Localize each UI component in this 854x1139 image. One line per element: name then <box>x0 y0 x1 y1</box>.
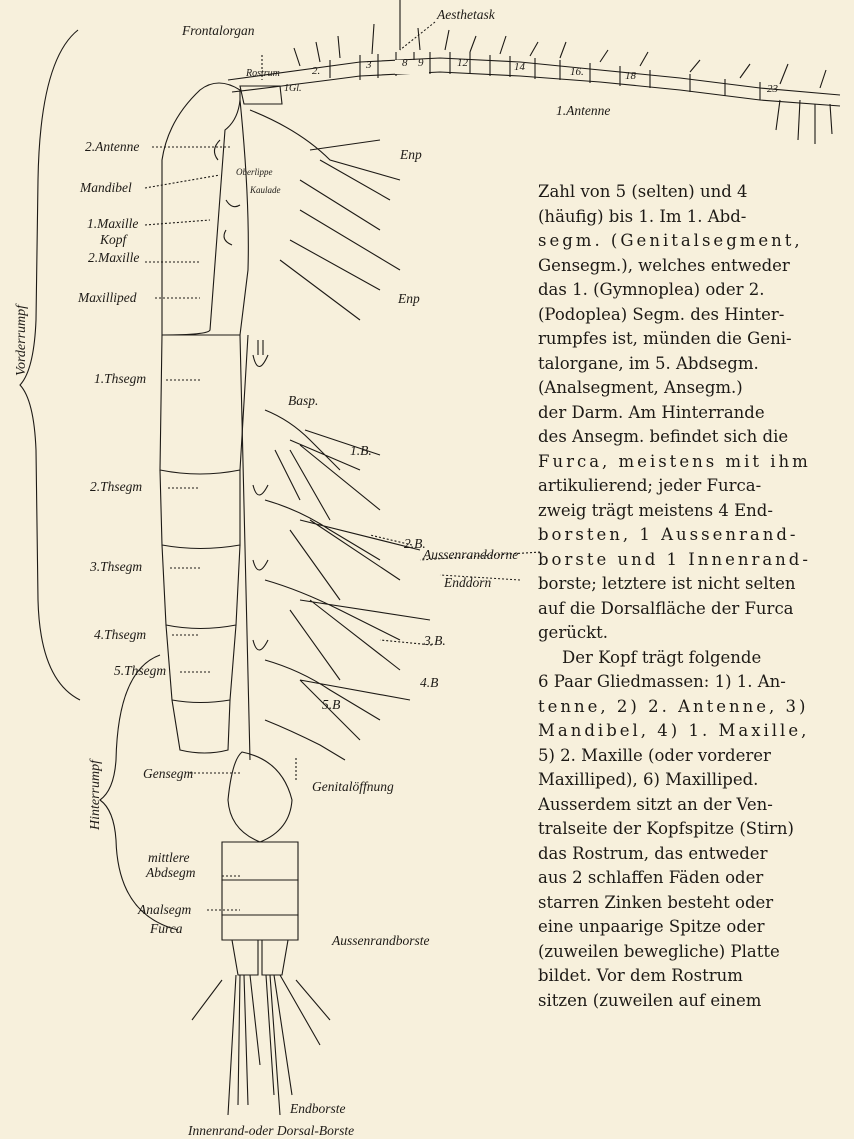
label-enp-mid: Enp <box>398 292 420 306</box>
text-line: rumpfes ist, münden die Geni- <box>538 327 854 352</box>
antenna-seg-2: 2. <box>312 66 320 77</box>
hinterrumpf-brace <box>100 655 178 930</box>
text-line: segm. (Genitalsegment, <box>538 229 854 254</box>
antenna-seg-8: 8 <box>402 58 408 69</box>
label-aussenrandborste: Aussenrandborste <box>332 934 430 948</box>
label-rostrum: Rostrum <box>246 69 280 79</box>
text-line: Furca, meistens mit ihm <box>538 450 854 475</box>
body-outline <box>160 83 330 1115</box>
text-line: (Analsegment, Ansegm.) <box>538 376 854 401</box>
label-frontalorgan: Frontalorgan <box>182 24 255 38</box>
label-hinterrumpf: Hinterrumpf <box>88 760 104 830</box>
text-line: auf die Dorsalfläche der Furca <box>538 597 854 622</box>
text-line: borste und 1 Innenrand- <box>538 548 854 573</box>
text-line: borste; letztere ist nicht selten <box>538 572 854 597</box>
text-line: (Podoplea) Segm. des Hinter- <box>538 303 854 328</box>
text-line: sitzen (zuweilen auf einem <box>538 989 854 1014</box>
text-line: das 1. (Gymnoplea) oder 2. <box>538 278 854 303</box>
text-line: borsten, 1 Aussenrand- <box>538 523 854 548</box>
label-1gl: 1Gl. <box>284 84 302 94</box>
text-line: der Darm. Am Hinterrande <box>538 401 854 426</box>
antenna-seg-16: 16. <box>570 67 584 78</box>
text-line: aus 2 schlaffen Fäden oder <box>538 866 854 891</box>
text-line: Zahl von 5 (selten) und 4 <box>538 180 854 205</box>
text-line: Ausserdem sitzt an der Ven- <box>538 793 854 818</box>
swimming-legs <box>214 110 430 760</box>
label-kopf: Kopf <box>100 233 126 247</box>
label-3b: 3.B. <box>424 634 446 648</box>
label-5-thsegm: 5.Thsegm <box>114 664 166 678</box>
antenna-seg-9: 9 <box>418 58 424 69</box>
label-genitaloeffnung: Genitalöffnung <box>312 780 394 794</box>
label-analsegm: Analsegm <box>138 903 191 917</box>
text-line: Maxilliped), 6) Maxilliped. <box>538 768 854 793</box>
label-oberlippe: Oberlippe <box>236 168 273 177</box>
label-endborste: Endborste <box>290 1102 346 1116</box>
label-1b: 1.B. <box>350 444 372 458</box>
text-line: tenne, 2) 2. Antenne, 3) <box>538 695 854 720</box>
label-basp: Basp. <box>288 394 318 408</box>
label-2-maxille: 2.Maxille <box>88 251 139 265</box>
text-line: 5) 2. Maxille (oder vorderer <box>538 744 854 769</box>
label-1-maxille: 1.Maxille <box>87 217 138 231</box>
label-kaulade: Kaulade <box>250 186 281 195</box>
text-line: Gensegm.), welches entweder <box>538 254 854 279</box>
text-line: talorgane, im 5. Abdsegm. <box>538 352 854 377</box>
text-line: gerückt. <box>538 621 854 646</box>
antenna-seg-3: 3 <box>366 60 372 71</box>
label-4-thsegm: 4.Thsegm <box>94 628 146 642</box>
label-enddorn: Enddorn <box>444 576 491 590</box>
label-enp-top: Enp <box>400 148 422 162</box>
label-3-thsegm: 3.Thsegm <box>90 560 142 574</box>
label-gensegm: Gensegm <box>143 767 193 781</box>
antenna-seg-18: 18 <box>625 71 636 82</box>
label-5b: 5.B <box>322 698 340 712</box>
text-line: Mandibel, 4) 1. Maxille, <box>538 719 854 744</box>
label-aussenranddorne: Aussenranddorne <box>423 548 518 562</box>
label-innenrand-borste: Innenrand-oder Dorsal-Borste <box>188 1124 354 1138</box>
text-line: tralseite der Kopfspitze (Stirn) <box>538 817 854 842</box>
antenna-seg-23: 23 <box>767 84 778 95</box>
text-line: das Rostrum, das entweder <box>538 842 854 867</box>
label-furca: Furca <box>150 922 183 936</box>
label-aesthetask: Aesthetask <box>437 8 495 22</box>
label-1-thsegm: 1.Thsegm <box>94 372 146 386</box>
label-antenne-1: 1.Antenne <box>556 104 610 118</box>
label-maxilliped: Maxilliped <box>78 291 136 305</box>
leader-lines <box>145 22 540 910</box>
text-line: (häufig) bis 1. Im 1. Abd- <box>538 205 854 230</box>
text-line: des Ansegm. befindet sich die <box>538 425 854 450</box>
text-line: eine unpaarige Spitze oder <box>538 915 854 940</box>
text-line: artikulierend; jeder Furca- <box>538 474 854 499</box>
antenna-seg-14: 14 <box>514 62 525 73</box>
label-4b: 4.B <box>420 676 438 690</box>
label-abdsegm: Abdsegm <box>146 866 196 880</box>
text-line: (zuweilen bewegliche) Platte <box>538 940 854 965</box>
text-line: Der Kopf trägt folgende <box>538 646 854 671</box>
text-line: bildet. Vor dem Rostrum <box>538 964 854 989</box>
label-2-antenne: 2.Antenne <box>85 140 139 154</box>
label-vorderrumpf: Vorderrumpf <box>14 305 30 376</box>
text-line: starren Zinken besteht oder <box>538 891 854 916</box>
antenna-seg-12: 12 <box>457 58 468 69</box>
text-line: 6 Paar Gliedmassen: 1) 1. An- <box>538 670 854 695</box>
body-text: Zahl von 5 (selten) und 4 (häufig) bis 1… <box>538 180 854 1013</box>
text-line: zweig trägt meistens 4 End- <box>538 499 854 524</box>
label-mandibel: Mandibel <box>80 181 132 195</box>
label-mittlere: mittlere <box>148 851 190 865</box>
label-2-thsegm: 2.Thsegm <box>90 480 142 494</box>
